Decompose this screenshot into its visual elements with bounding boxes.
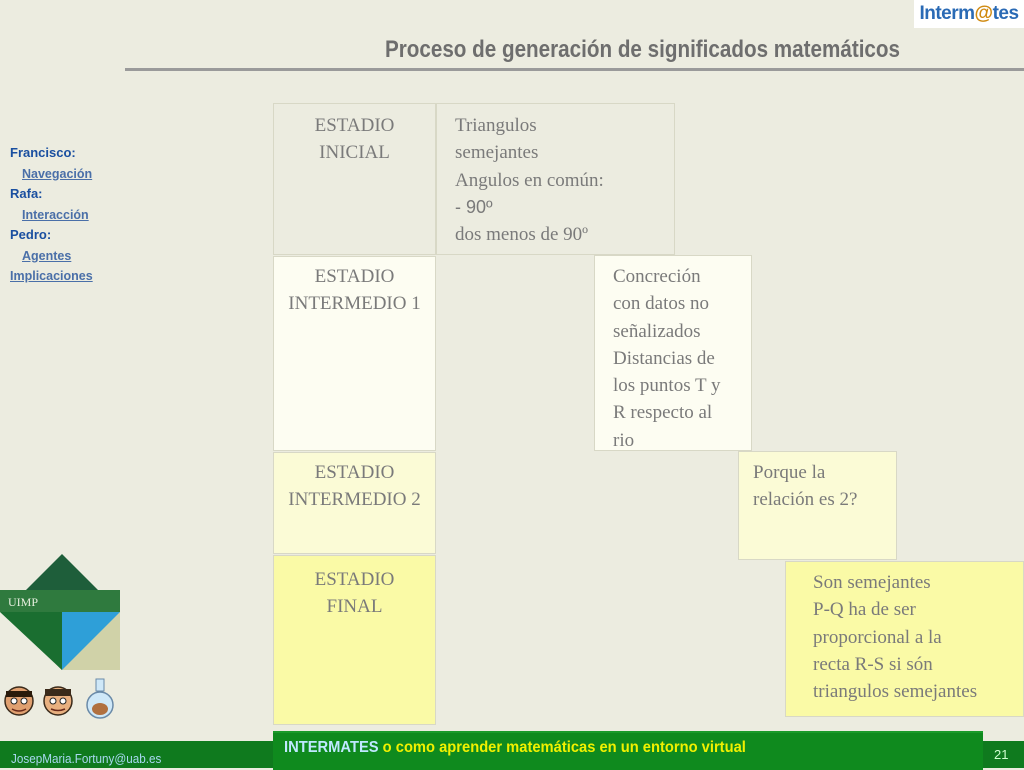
note-line: Angulos en común: <box>455 169 604 191</box>
stage-label: ESTADIO <box>314 266 395 287</box>
mascot-face-icon <box>4 686 34 716</box>
title-divider <box>125 68 1024 71</box>
stage-label: ESTADIO <box>314 569 395 590</box>
note-line: triangulos semejantes <box>813 681 978 703</box>
stage-label: INTERMEDIO 1 <box>288 293 421 315</box>
footer-banner <box>273 731 983 770</box>
logo-at-icon: @ <box>974 3 994 24</box>
stage-label: INICIAL <box>319 142 390 164</box>
footer-tagline: o como aprender matemáticas en un entorn… <box>378 739 746 756</box>
nav-link-navegacion[interactable]: Navegación <box>22 166 93 181</box>
author-email: JosepMaria.Fortuny@uab.es <box>11 751 162 766</box>
note-line: los puntos T y <box>613 375 721 397</box>
sidebar-nav: Francisco: Navegación Rafa: Interacción … <box>10 143 93 287</box>
nav-link-agentes[interactable]: Agentes <box>22 248 72 263</box>
stage-initial: ESTADIO INICIAL <box>273 103 436 255</box>
uimp-logo: UIMP <box>0 554 120 670</box>
note-line: rio <box>613 429 635 451</box>
note-line: Porque la <box>753 462 826 483</box>
nav-person-francisco: Francisco: <box>10 145 76 160</box>
note-line: P-Q ha de ser <box>813 599 916 621</box>
uimp-label: UIMP <box>8 595 38 609</box>
intermates-logo: Interm@tes <box>914 0 1024 28</box>
nav-person-pedro: Pedro: <box>10 227 52 242</box>
stage-label: ESTADIO <box>314 462 395 483</box>
note-line: - 90º <box>455 196 493 217</box>
note-line: relación es 2? <box>753 489 858 511</box>
flask-icon <box>86 678 114 719</box>
stage-label: FINAL <box>326 596 383 618</box>
note-line: con datos no <box>613 293 710 315</box>
note-line: semejantes <box>455 142 539 164</box>
note-final: Son semejantes P-Q ha de ser proporciona… <box>785 561 1024 717</box>
note-line: Triangulos <box>455 115 537 136</box>
footer-brand: INTERMATES <box>284 739 379 756</box>
mascot-face-icon <box>43 686 73 716</box>
slide-number: 21 <box>994 747 1009 762</box>
note-initial: Triangulos semejantes Angulos en común: … <box>436 103 675 255</box>
page-title: Proceso de generación de significados ma… <box>384 36 900 63</box>
nav-link-interaccion[interactable]: Interacción <box>22 207 89 222</box>
nav-link-implicaciones[interactable]: Implicaciones <box>10 269 93 283</box>
footer-title: INTERMATES o como aprender matemáticas e… <box>284 739 746 757</box>
stage-final: ESTADIO FINAL <box>273 555 436 725</box>
note-line: proporcional a la <box>813 626 942 648</box>
note-line: Concreción <box>613 266 701 287</box>
note-line: recta R-S si són <box>813 653 933 675</box>
note-intermediate-1: Concreción con datos no señalizados Dist… <box>594 255 752 451</box>
stage-label: INTERMEDIO 2 <box>288 489 421 511</box>
stage-intermediate-1: ESTADIO INTERMEDIO 1 <box>273 256 436 451</box>
logo-left-shape <box>0 612 62 670</box>
note-line: R respecto al <box>613 402 713 424</box>
note-line: Distancias de <box>613 347 715 369</box>
logo-triangle-shape <box>62 612 120 670</box>
nav-person-rafa: Rafa: <box>10 186 43 201</box>
note-line: Son semejantes <box>813 572 931 593</box>
note-intermediate-2: Porque la relación es 2? <box>738 451 897 560</box>
note-line: dos menos de 90º <box>455 224 589 246</box>
stage-label: ESTADIO <box>314 115 395 136</box>
stage-intermediate-2: ESTADIO INTERMEDIO 2 <box>273 452 436 554</box>
note-line: señalizados <box>613 320 701 342</box>
logo-band-shape <box>0 590 120 612</box>
mascots-icon <box>4 678 114 719</box>
